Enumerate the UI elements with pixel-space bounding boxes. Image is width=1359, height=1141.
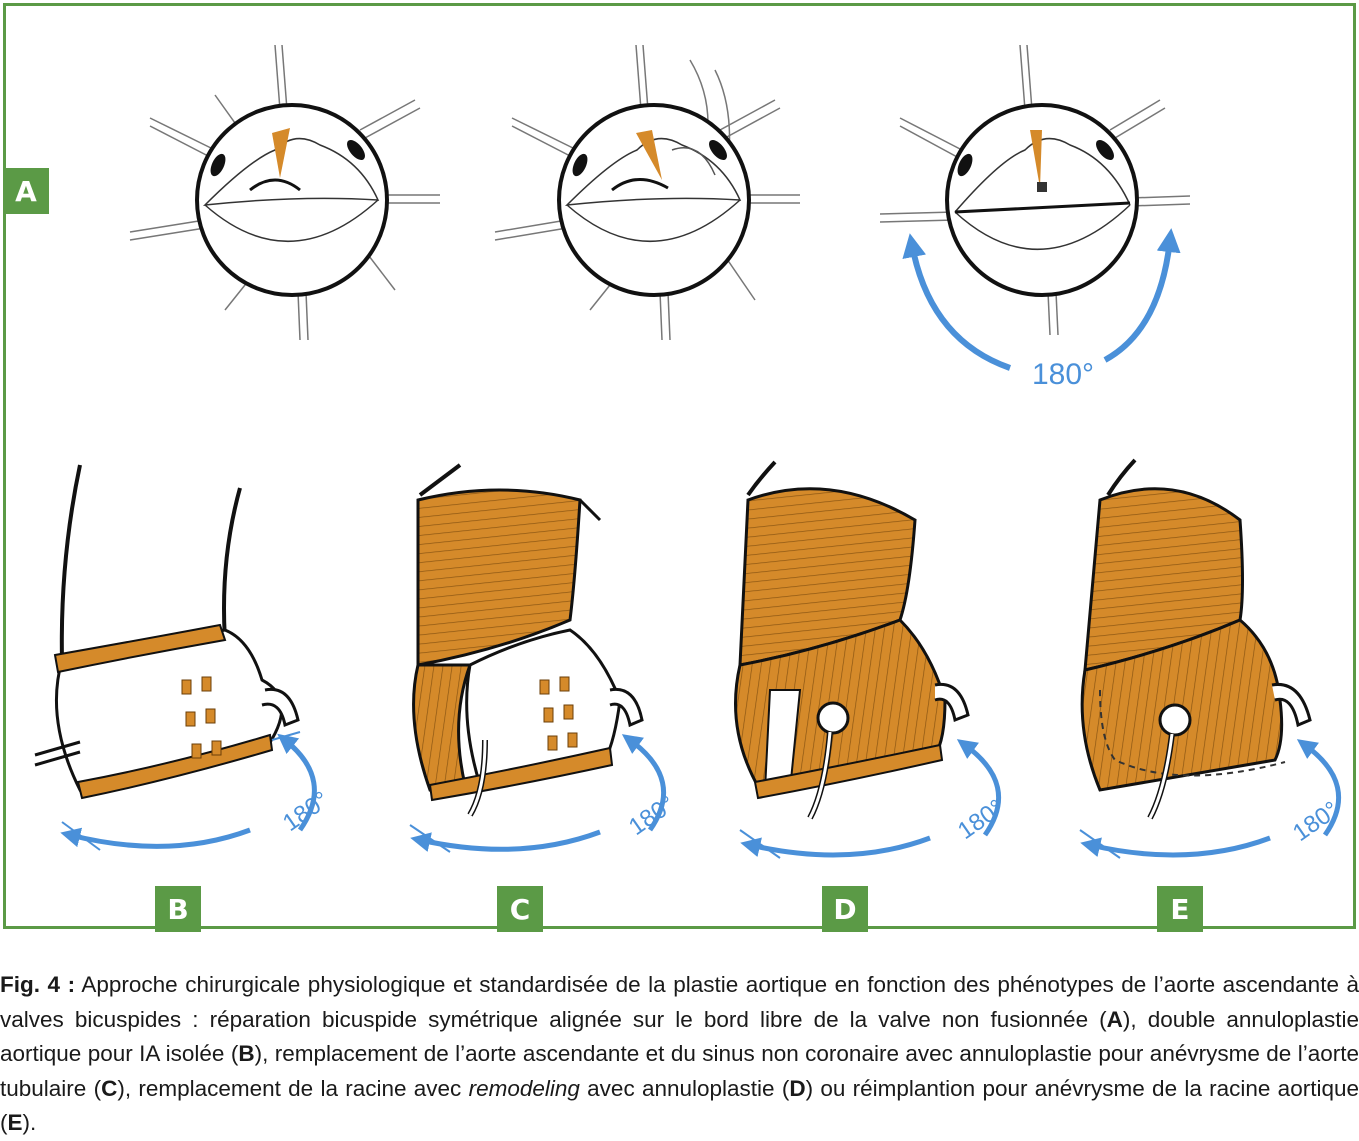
panel-label-b: B: [155, 886, 201, 932]
caption-ref-a: A: [1106, 1006, 1123, 1032]
caption-text-6: ) ou réimplantion pour anévrysme de la r…: [0, 1075, 1359, 1136]
caption-ref-c: C: [101, 1075, 118, 1101]
caption-text-7: ).: [22, 1110, 37, 1135]
caption-text-5: avec annuloplastie (: [579, 1075, 790, 1101]
caption-text-1: Approche chirurgicale physiologique et s…: [0, 972, 1359, 1032]
aortic-root-d: [734, 460, 1002, 859]
aortic-root-e: [1079, 458, 1342, 859]
caption-fig-label: Fig. 4 :: [0, 972, 76, 997]
valve-view-2: [494, 44, 800, 341]
panel-label-c: C: [497, 886, 543, 932]
caption-ref-b: B: [238, 1041, 255, 1066]
panel-label-e: E: [1157, 886, 1203, 932]
panel-label-d: D: [822, 886, 868, 932]
caption-ref-d: D: [789, 1075, 806, 1101]
panel-label-a: A: [3, 168, 49, 214]
caption-italic-term: remodeling: [468, 1075, 580, 1101]
valve-view-3: [879, 44, 1191, 371]
caption-text-4: ), remplacement de la racine avec: [117, 1075, 469, 1101]
valve-view-1: [129, 44, 440, 341]
aortic-root-b: [34, 464, 317, 851]
figure-caption: Fig. 4 : Approche chirurgicale physiolog…: [0, 968, 1359, 1141]
aortic-root-c: [409, 463, 667, 853]
caption-text-2: ), double annuloplastie aortique pour IA…: [0, 1006, 1359, 1067]
caption-text-3: ), remplacement de l’aorte ascendante et…: [0, 1041, 1359, 1101]
caption-ref-e: E: [7, 1110, 23, 1135]
figure-illustration: 180° 180°: [34, 44, 1344, 859]
angle-label-c: 180°: [624, 790, 680, 841]
angle-label-a: 180°: [1032, 358, 1094, 391]
angle-label-b: 180°: [278, 786, 334, 837]
